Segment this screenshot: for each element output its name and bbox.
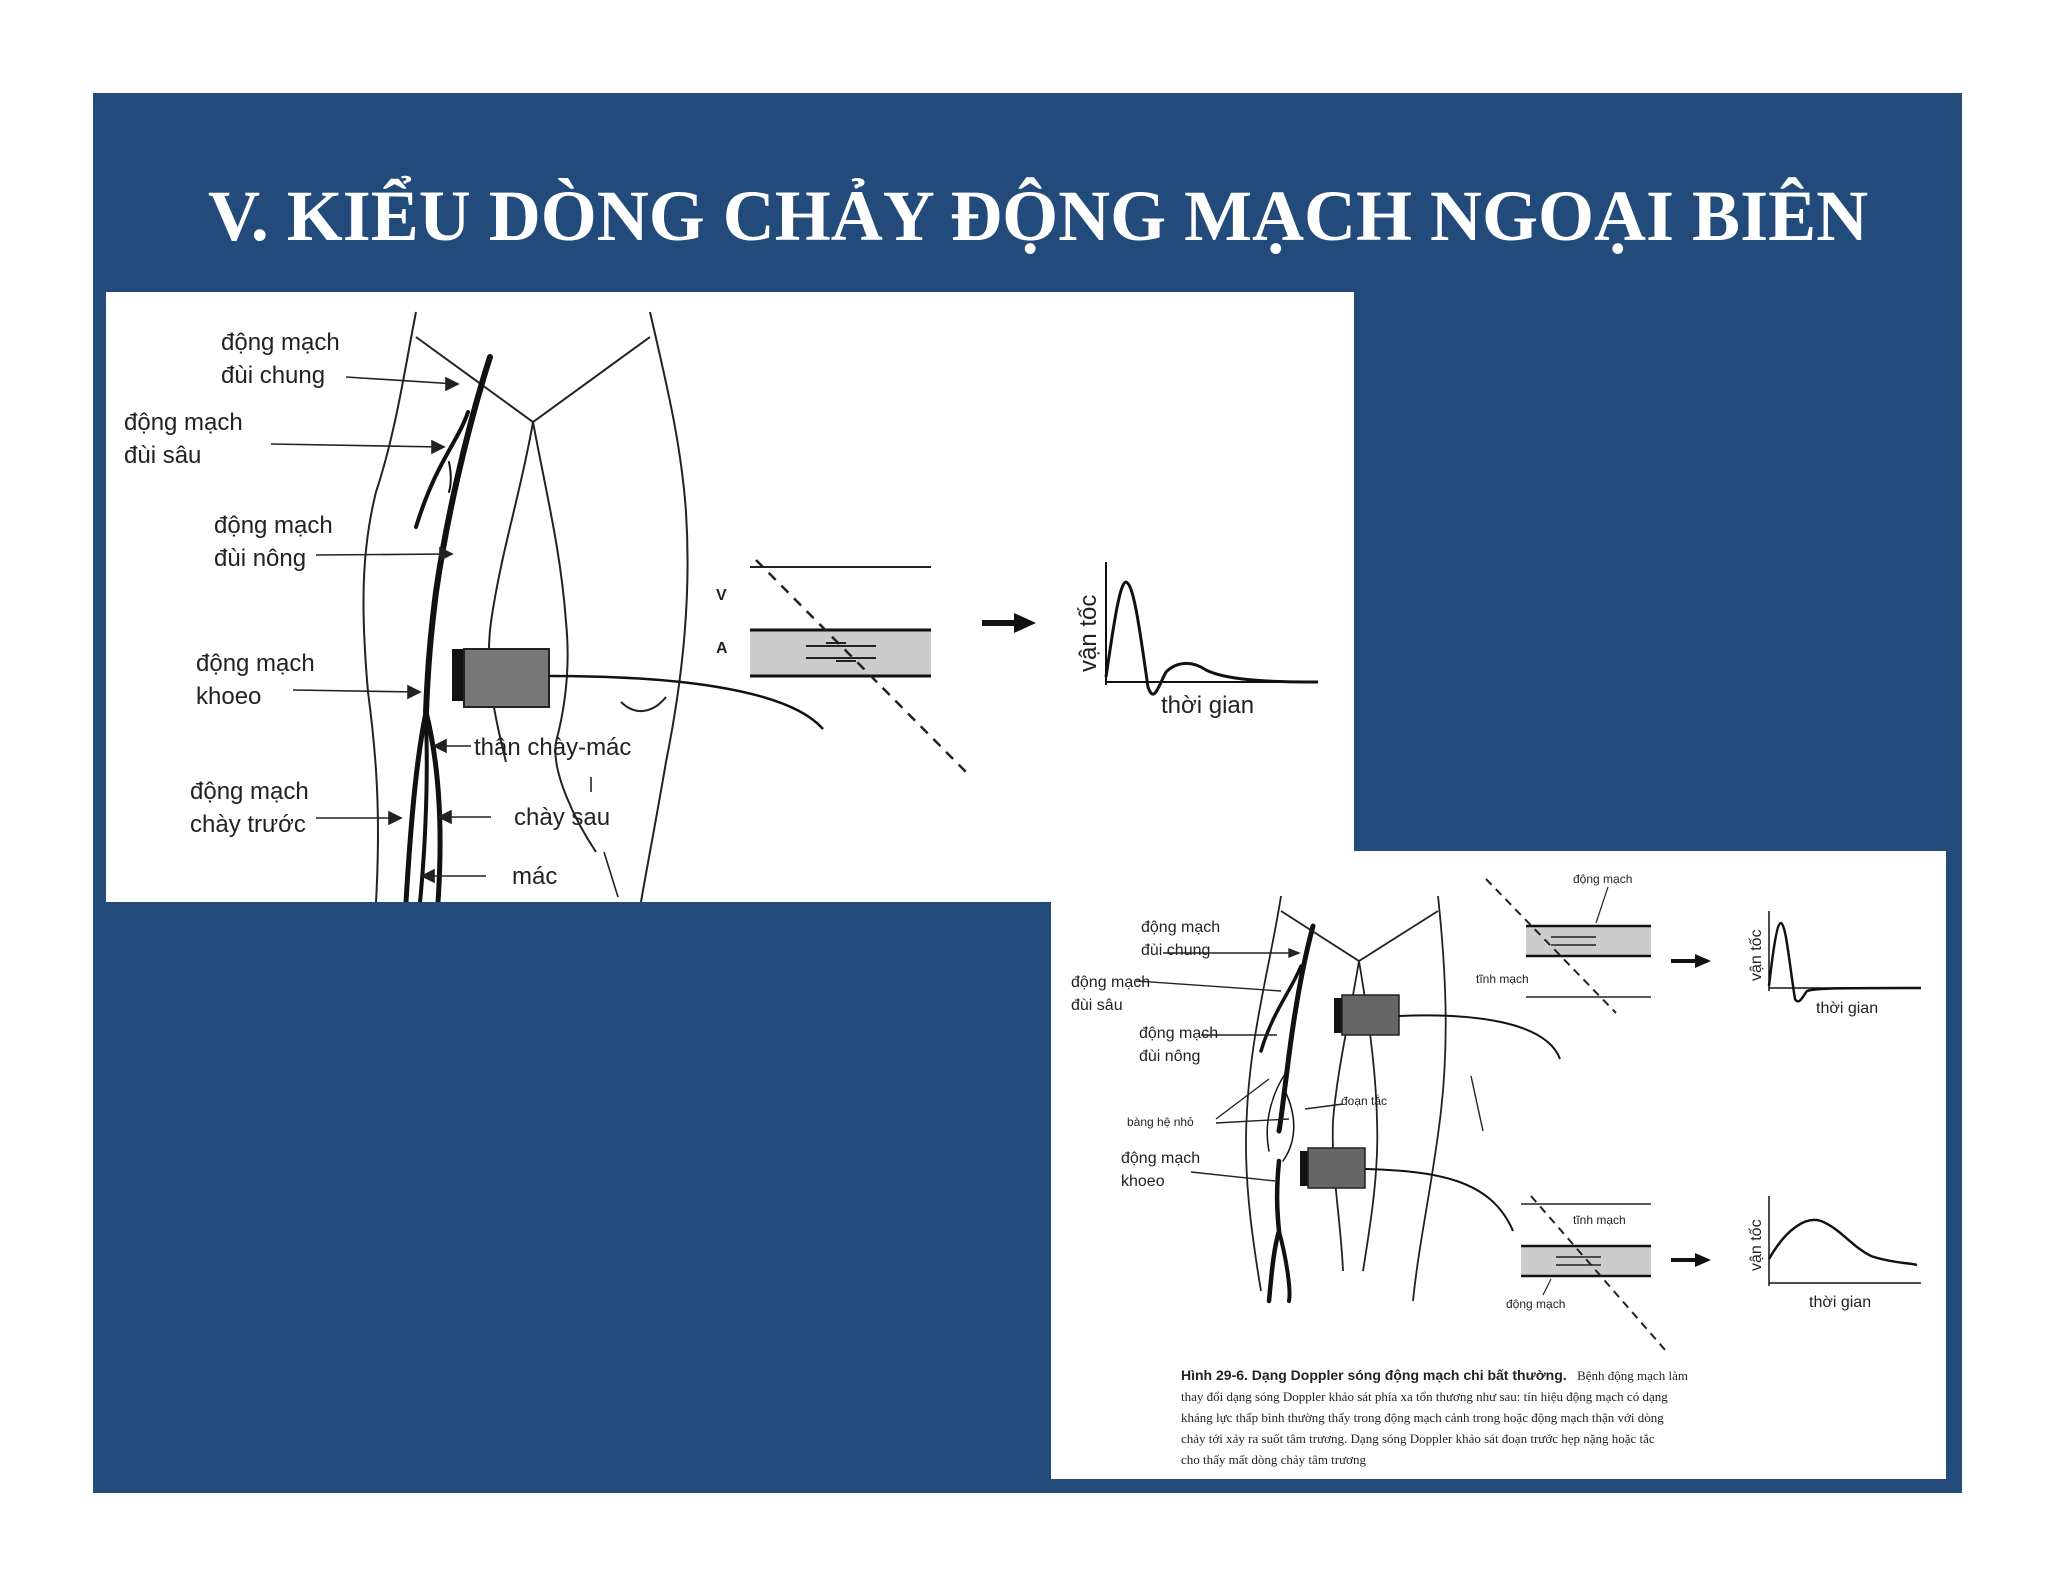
label2-collaterals: bàng hệ nhỏ: [1127, 1115, 1194, 1129]
label-popliteal-2: khoeo: [196, 683, 261, 710]
label-common-femoral-2: đùi chung: [221, 362, 325, 389]
label-peroneal: mác: [512, 863, 557, 890]
arrow-right-icon: [982, 613, 1036, 633]
label-superficial-femoral-1: động mạch: [214, 512, 333, 539]
vessel-schematic: [750, 559, 967, 773]
label-anterior-tibial-1: động mạch: [190, 778, 309, 805]
label-common-femoral-1: động mạch: [221, 329, 340, 356]
probe-icon: [452, 648, 824, 730]
label2-velocity-bottom: vận tốc: [1748, 1219, 1765, 1271]
abnormal-figure-labels: động mạch đùi chung động mạch đùi sâu độ…: [1071, 872, 1878, 1311]
probe-icon-bottom: [1300, 1147, 1514, 1232]
label2-popliteal-2: khoeo: [1121, 1173, 1165, 1190]
label2-deep-femoral-2: đùi sâu: [1071, 997, 1123, 1014]
caption-heading: Hình 29-6. Dạng Doppler sóng động mạch c…: [1181, 1367, 1567, 1383]
label2-common-femoral-2: đùi chung: [1141, 942, 1210, 959]
label2-time-top: thời gian: [1816, 1000, 1878, 1017]
svg-text:Hình 29-6. Dạng Doppler sóng: Hình 29-6. Dạng Doppler sóng động mạch c…: [1181, 1367, 1688, 1384]
label-vein-marker: V: [716, 587, 727, 604]
normal-waveform: [1104, 562, 1319, 696]
arrow-right-icon-top: [1671, 954, 1711, 968]
label-tibioperoneal-trunk: thân chày-mác: [474, 734, 631, 761]
label-deep-femoral-1: động mạch: [124, 409, 243, 436]
arrow-right-icon-bottom: [1671, 1253, 1711, 1267]
probe-icon-top: [1334, 994, 1561, 1060]
label2-bottom-artery: động mạch: [1506, 1297, 1565, 1311]
caption-line4: chảy tới xảy ra suốt tâm trương. Dạng só…: [1181, 1431, 1655, 1446]
normal-figure-labels: động mạch đùi chung động mạch đùi sâu độ…: [124, 329, 1254, 890]
label-superficial-femoral-2: đùi nông: [214, 545, 306, 572]
label2-top-artery: động mạch: [1573, 872, 1632, 886]
label-posterior-tibial: chày sau: [514, 804, 610, 831]
figure-normal-flow: động mạch đùi chung động mạch đùi sâu độ…: [106, 292, 1354, 902]
caption-line2: thay đổi dạng sóng Doppler khảo sát phía…: [1181, 1389, 1668, 1404]
label2-popliteal-1: động mạch: [1121, 1150, 1200, 1167]
slide-title: V. KIỂU DÒNG CHẢY ĐỘNG MẠCH NGOẠI BIÊN: [208, 176, 1869, 256]
label-time-axis: thời gian: [1161, 692, 1254, 719]
label-artery-marker: A: [716, 640, 728, 657]
label2-common-femoral-1: động mạch: [1141, 919, 1220, 936]
label2-superficial-femoral-2: đùi nông: [1139, 1048, 1200, 1065]
vessel-schematic-bottom: [1521, 1195, 1667, 1352]
figure-caption: Hình 29-6. Dạng Doppler sóng động mạch c…: [1181, 1367, 1688, 1467]
label2-occlusion: đoạn tắc: [1341, 1093, 1387, 1108]
figure-abnormal-flow: động mạch đùi chung động mạch đùi sâu độ…: [1051, 851, 1946, 1479]
label2-superficial-femoral-1: động mạch: [1139, 1025, 1218, 1042]
waveform-top: [1767, 911, 1922, 1003]
figure-normal-svg: động mạch đùi chung động mạch đùi sâu độ…: [124, 311, 1319, 902]
label-popliteal-1: động mạch: [196, 650, 315, 677]
label2-deep-femoral-1: động mạch: [1071, 974, 1150, 991]
label2-bottom-vein: tĩnh mạch: [1573, 1213, 1626, 1227]
label-anterior-tibial-2: chày trước: [190, 811, 306, 838]
label-deep-femoral-2: đùi sâu: [124, 442, 201, 469]
label2-velocity-top: vận tốc: [1748, 929, 1765, 981]
waveform-bottom: [1767, 1196, 1921, 1286]
label-velocity-axis: vận tốc: [1075, 595, 1102, 672]
vessel-schematic-top: [1485, 878, 1651, 1014]
caption-line5: cho thấy mất dòng chảy tâm trương: [1181, 1452, 1367, 1467]
caption-line1: Bệnh động mạch làm: [1577, 1368, 1688, 1383]
label2-top-vein: tĩnh mạch: [1476, 972, 1529, 986]
caption-line3: kháng lực thấp bình thường thấy trong độ…: [1181, 1410, 1664, 1425]
figure-abnormal-svg: động mạch đùi chung động mạch đùi sâu độ…: [1071, 872, 1922, 1467]
label2-time-bottom: thời gian: [1809, 1294, 1871, 1311]
